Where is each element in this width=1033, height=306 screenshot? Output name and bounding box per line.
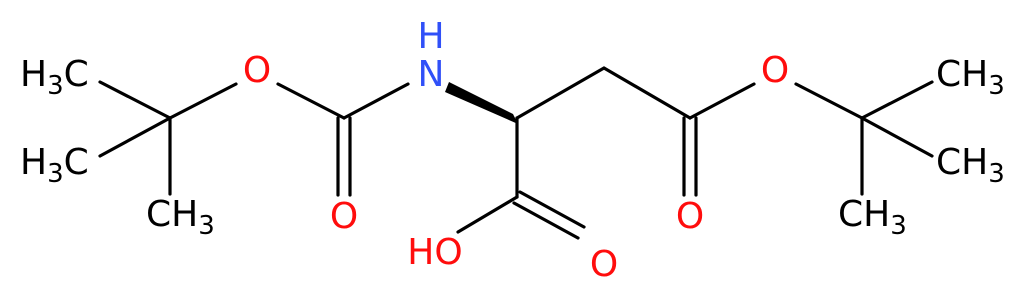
nh-h-label: H [417, 16, 444, 57]
o-boc-carbonyl-label: O [330, 196, 358, 237]
bond-ch3-midleft-to-c [98, 116, 172, 158]
bond-ch3-topleft-to-c [98, 80, 172, 120]
bond-o-ether-to-carbonyl-c [276, 82, 346, 120]
bond-acid-c-to-o-a [518, 190, 586, 229]
ch3-bottom-left-ch: CH [146, 194, 198, 235]
bond-c-quat-to-ch3-mid [860, 116, 934, 158]
ch3-mid-left-h: H [20, 142, 47, 183]
bond-ester-c-to-o-ether [688, 82, 756, 120]
ch3-top-left-sub: 3 [47, 71, 64, 101]
ch3-bottom-left-label: CH3 [146, 194, 215, 241]
ch3-mid-left-c: C [64, 142, 89, 183]
bond-acid-c-to-o-b [512, 201, 580, 240]
bond-o-ether-to-c-quat [794, 82, 864, 120]
bond-c-quat-to-ch3-top [860, 80, 934, 120]
ch3-mid-right-label: CH3 [936, 142, 1005, 189]
ch3-bottom-left-sub: 3 [198, 211, 215, 241]
ch3-mid-left-sub: 3 [47, 159, 64, 189]
ch3-bottom-right-label: CH3 [838, 194, 907, 241]
bond-c-to-o-ether [168, 82, 238, 120]
ch3-mid-right-sub: 3 [988, 159, 1005, 189]
oh-label: HO [407, 232, 462, 273]
ch3-top-left-c: C [64, 54, 89, 95]
ch3-bottom-right-sub: 3 [890, 211, 907, 241]
bond-ch2-to-ester-c [602, 66, 692, 120]
ch3-mid-right-ch: CH [936, 142, 988, 183]
ch3-top-left-label: H3C [20, 54, 89, 101]
o-ester-ether-label: O [761, 50, 789, 91]
o-acid-carbonyl-label: O [590, 244, 618, 285]
ch3-top-right-sub: 3 [988, 71, 1005, 101]
wedge-bond-n-to-alpha-c [445, 82, 518, 124]
bond-acid-c-to-oh [456, 195, 519, 234]
bond-alpha-c-to-ch2 [515, 66, 606, 120]
ch3-bottom-right-ch: CH [838, 194, 890, 235]
bond-carbonyl-c-to-n [342, 82, 410, 120]
ch3-top-right-ch: CH [936, 54, 988, 95]
nh-n-label: N [418, 54, 445, 95]
ch3-mid-left-label: H3C [20, 142, 89, 189]
ch3-top-right-label: CH3 [936, 54, 1005, 101]
o-ester-carbonyl-label: O [676, 196, 704, 237]
ch3-top-left-h: H [20, 54, 47, 95]
o-boc-ether-label: O [243, 50, 271, 91]
